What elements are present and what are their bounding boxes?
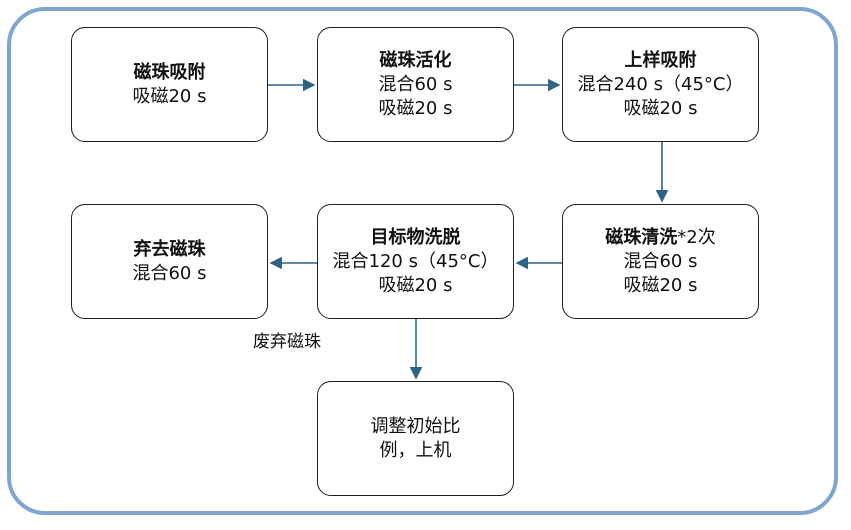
- node-title: 磁珠吸附: [133, 61, 206, 83]
- node-step: 例，上机: [379, 439, 452, 461]
- node-title-suffix: *2次: [677, 226, 716, 248]
- node-adjust-ratio: 调整初始比 例，上机: [317, 381, 514, 496]
- node-title: 弃去磁珠: [133, 238, 206, 260]
- node-step: 混合60 s: [623, 250, 698, 272]
- node-step: 混合120 s（45°C）: [332, 250, 499, 272]
- node-bead-wash: 磁珠清洗*2次 混合60 s 吸磁20 s: [562, 204, 759, 319]
- edge-label-waste-beads: 废弃磁珠: [253, 332, 321, 352]
- node-bead-activate: 磁珠活化 混合60 s 吸磁20 s: [317, 27, 514, 142]
- node-sample-adsorb: 上样吸附 混合240 s（45°C） 吸磁20 s: [562, 27, 759, 142]
- node-step: 吸磁20 s: [623, 97, 698, 119]
- node-step: 吸磁20 s: [132, 85, 207, 107]
- node-discard-beads: 弃去磁珠 混合60 s: [71, 204, 268, 319]
- node-step: 混合240 s（45°C）: [577, 73, 744, 95]
- node-title: 目标物洗脱: [370, 226, 461, 248]
- node-step: 吸磁20 s: [623, 274, 698, 296]
- node-step: 调整初始比: [370, 415, 461, 437]
- diagram-frame: [7, 7, 838, 515]
- node-title-row: 磁珠清洗*2次: [605, 226, 715, 250]
- node-target-elute: 目标物洗脱 混合120 s（45°C） 吸磁20 s: [317, 204, 514, 319]
- node-step: 吸磁20 s: [378, 97, 453, 119]
- node-bead-adsorb: 磁珠吸附 吸磁20 s: [71, 27, 268, 142]
- node-step: 混合60 s: [378, 73, 453, 95]
- node-title: 磁珠清洗: [605, 226, 678, 248]
- node-step: 吸磁20 s: [378, 274, 453, 296]
- node-title: 上样吸附: [624, 49, 697, 71]
- node-title: 磁珠活化: [379, 49, 452, 71]
- node-step: 混合60 s: [132, 262, 207, 284]
